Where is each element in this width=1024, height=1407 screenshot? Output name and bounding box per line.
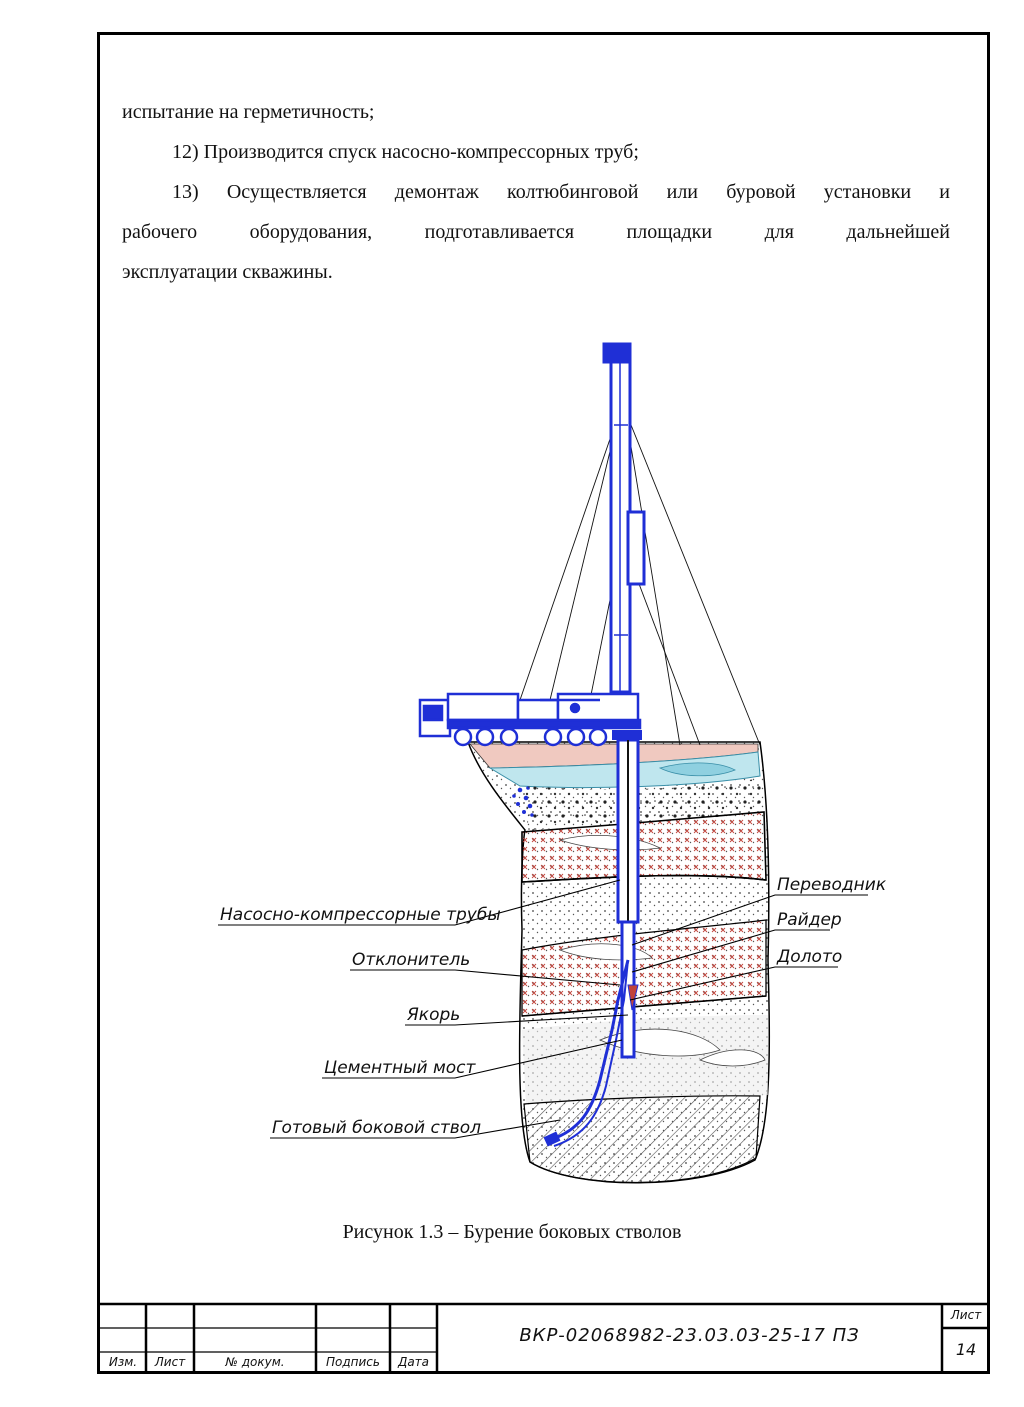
guy-wires (519, 409, 761, 746)
label-tubing: Насосно-компрессорные трубы (220, 905, 501, 925)
paragraph-line-5: эксплуатации скважины. (122, 261, 333, 283)
title-col-change: Изм. (108, 1355, 138, 1369)
label-anchor: Якорь (406, 1005, 460, 1025)
paragraph-item-13: 13) Осуществляется демонтаж колтюбингово… (172, 181, 950, 203)
title-col-sheet: Лист (154, 1355, 186, 1369)
label-rider: Райдер (777, 910, 842, 930)
earth-section (466, 741, 771, 1184)
title-col-date: Дата (397, 1355, 430, 1369)
figure-labels: Насосно-компрессорные трубы Отклонитель … (220, 875, 887, 1138)
paragraph-line-4: рабочего оборудования, подготавливается … (122, 221, 950, 243)
label-cement-bridge: Цементный мост (324, 1058, 477, 1078)
label-sidetrack: Готовый боковой ствол (272, 1118, 481, 1138)
figure-caption: Рисунок 1.3 – Бурение боковых стволов (342, 1221, 682, 1243)
title-col-doc-number: № докум. (225, 1355, 285, 1369)
paragraph-item-12: 12) Производится спуск насосно-компрессо… (172, 141, 639, 163)
title-col-signature: Подпись (326, 1355, 380, 1369)
sheet-number: 14 (955, 1340, 977, 1359)
label-deflector: Отклонитель (352, 950, 470, 970)
page-frame (97, 32, 990, 1374)
paragraph-line-1: испытание на герметичность; (122, 101, 375, 123)
drilling-mast (602, 342, 646, 694)
drilling-rig-truck (418, 692, 642, 747)
label-sub: Переводник (777, 875, 887, 895)
well-tubing (543, 730, 642, 1147)
document-code: ВКР-02068982-23.03.03-25-17 ПЗ (519, 1325, 860, 1346)
leader-lines (218, 879, 868, 1139)
label-bit: Долото (776, 947, 842, 967)
sheet-label: Лист (950, 1308, 982, 1322)
